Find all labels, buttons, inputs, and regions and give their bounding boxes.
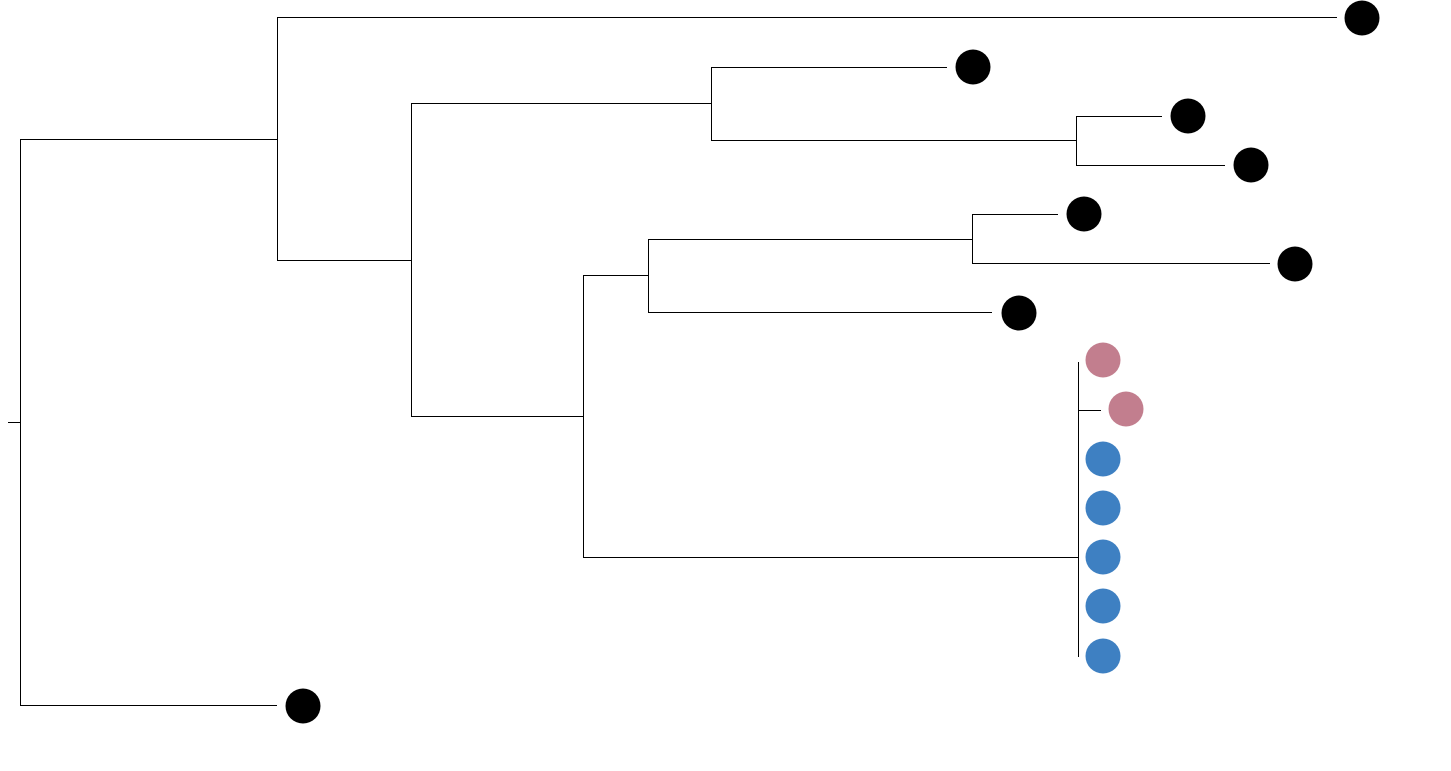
tip-node-default [285,688,321,724]
tip-node-blue [1085,490,1121,526]
tip-node-default [1344,0,1380,36]
tip-node-default [1001,295,1037,331]
tip-node-default [1170,98,1206,134]
tip-node-blue [1085,539,1121,575]
tip-node-pink [1108,391,1144,427]
tip-node-blue [1085,588,1121,624]
tip-node-pink [1085,342,1121,378]
tip-node-blue [1085,441,1121,477]
tip-node-default [1277,246,1313,282]
tip-node-default [955,49,991,85]
tip-node-blue [1085,638,1121,674]
tip-node-default [1233,147,1269,183]
tree-branches [8,17,1337,706]
tip-node-default [1066,196,1102,232]
tree-tips [285,0,1380,724]
